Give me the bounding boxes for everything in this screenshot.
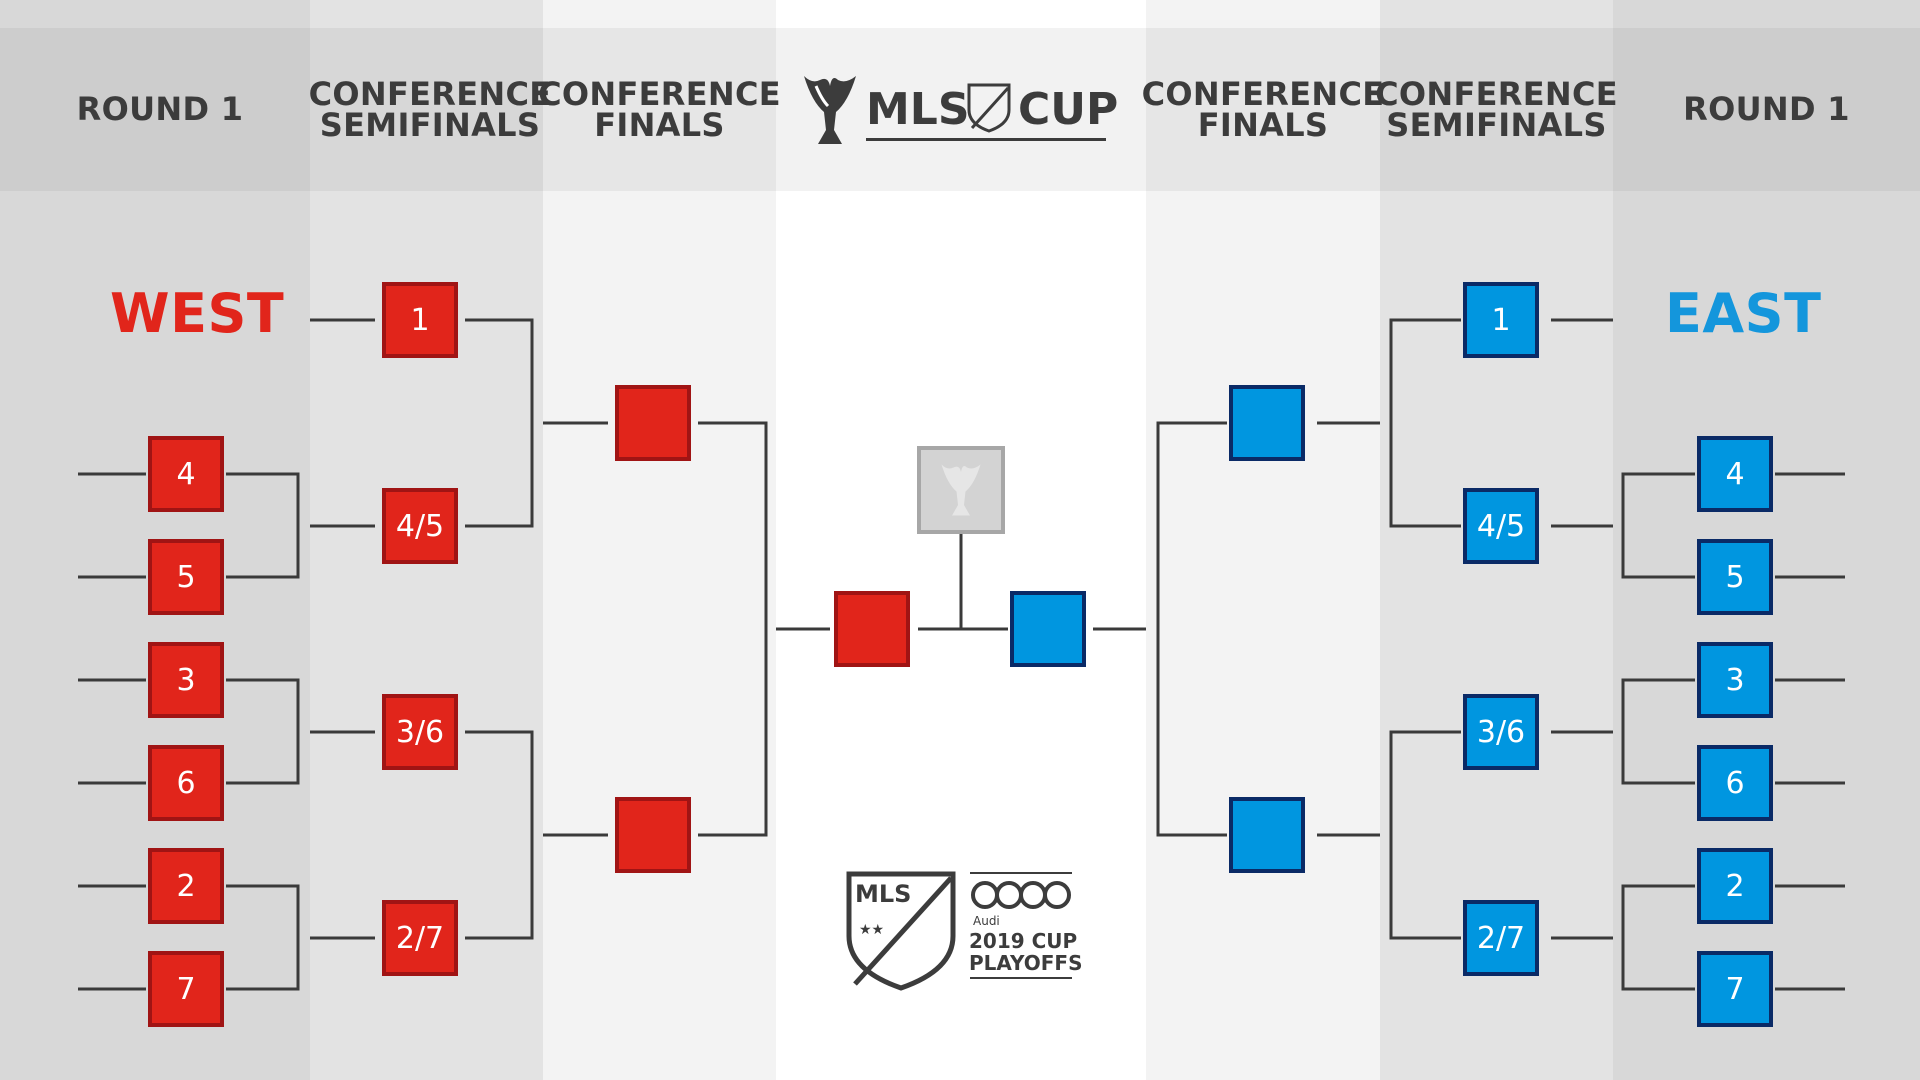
- west-conference-label: WEST: [110, 282, 285, 345]
- east-round1-seed[interactable]: 4: [1697, 436, 1773, 512]
- east-semifinal-seed[interactable]: 4/5: [1463, 488, 1539, 564]
- west-round1-seed[interactable]: 4: [148, 436, 224, 512]
- west-final-slot[interactable]: [615, 385, 691, 461]
- header-band: [0, 28, 1920, 191]
- west-finals-column: [543, 0, 776, 1080]
- east-semifinal-seed[interactable]: 3/6: [1463, 694, 1539, 770]
- west-r1-connector: [226, 472, 300, 579]
- cup-east-slot[interactable]: [1010, 591, 1086, 667]
- east-round1-seed[interactable]: 5: [1697, 539, 1773, 615]
- cup-west-slot[interactable]: [834, 591, 910, 667]
- west-final-slot[interactable]: [615, 797, 691, 873]
- east-semi-connector: [1389, 318, 1461, 528]
- west-round1-seed[interactable]: 5: [148, 539, 224, 615]
- playoffs-logo-line1: 2019 CUP: [969, 929, 1078, 953]
- east-r1-connector: [1621, 472, 1695, 579]
- east-finals-column: [1146, 0, 1380, 1080]
- east-final-slot[interactable]: [1229, 385, 1305, 461]
- mls-cup-logo-underline: [866, 138, 1106, 141]
- champion-trophy-box[interactable]: [917, 446, 1005, 534]
- west-round1-seed[interactable]: 7: [148, 951, 224, 1027]
- east-semifinal-seed[interactable]: 1: [1463, 282, 1539, 358]
- playoffs-logo-mls: MLS: [855, 880, 912, 908]
- west-final-connector: [698, 421, 768, 837]
- west-semifinal-seed[interactable]: 3/6: [382, 694, 458, 770]
- east-semi-connector: [1389, 730, 1461, 940]
- east-round1-seed[interactable]: 7: [1697, 951, 1773, 1027]
- west-semifinal-seed[interactable]: 1: [382, 282, 458, 358]
- header-east-finals: CONFERENCE FINALS: [1141, 74, 1385, 144]
- playoffs-logo: ★★ MLS Audi 2019 CUP PLAYOFFS: [845, 870, 1085, 995]
- trophy-icon: [941, 464, 981, 516]
- header-west-semifinals: CONFERENCE SEMIFINALS: [308, 74, 552, 144]
- mls-cup-logo-mls: MLS: [866, 84, 970, 135]
- audi-rings-icon: [971, 881, 1071, 909]
- east-round1-seed[interactable]: 6: [1697, 745, 1773, 821]
- header-west-finals: CONFERENCE FINALS: [538, 74, 781, 144]
- east-final-connector: [1156, 421, 1227, 837]
- east-round1-seed[interactable]: 2: [1697, 848, 1773, 924]
- playoffs-logo-rule-bottom: [970, 977, 1072, 979]
- header-east-semifinals: CONFERENCE SEMIFINALS: [1375, 74, 1618, 144]
- playoffs-logo-rule-top: [970, 872, 1072, 874]
- west-r1-connector: [226, 678, 300, 785]
- playoffs-logo-line2: PLAYOFFS: [969, 951, 1083, 975]
- east-final-slot[interactable]: [1229, 797, 1305, 873]
- mls-cup-logo: MLS CUP: [798, 70, 1128, 150]
- east-r1-connector: [1621, 884, 1695, 991]
- west-r1-connector: [226, 884, 300, 991]
- mls-crest-icon: ★★: [846, 871, 956, 991]
- east-semifinal-seed[interactable]: 2/7: [1463, 900, 1539, 976]
- east-r1-connector: [1621, 678, 1695, 785]
- header-west-round1: ROUND 1: [76, 90, 244, 128]
- west-round1-seed[interactable]: 6: [148, 745, 224, 821]
- west-semifinal-seed[interactable]: 4/5: [382, 488, 458, 564]
- svg-text:★★: ★★: [859, 922, 884, 938]
- west-semifinal-seed[interactable]: 2/7: [382, 900, 458, 976]
- east-round1-seed[interactable]: 3: [1697, 642, 1773, 718]
- mls-cup-logo-cup: CUP: [1018, 84, 1119, 135]
- west-round1-seed[interactable]: 2: [148, 848, 224, 924]
- east-conference-label: EAST: [1665, 282, 1822, 345]
- mls-shield-icon: [967, 83, 1011, 133]
- west-round1-seed[interactable]: 3: [148, 642, 224, 718]
- trophy-icon: [804, 76, 856, 144]
- header-east-round1: ROUND 1: [1683, 90, 1850, 128]
- west-semi-connector: [465, 318, 534, 528]
- west-semi-connector: [465, 730, 534, 940]
- playoffs-logo-sponsor: Audi: [973, 914, 1000, 928]
